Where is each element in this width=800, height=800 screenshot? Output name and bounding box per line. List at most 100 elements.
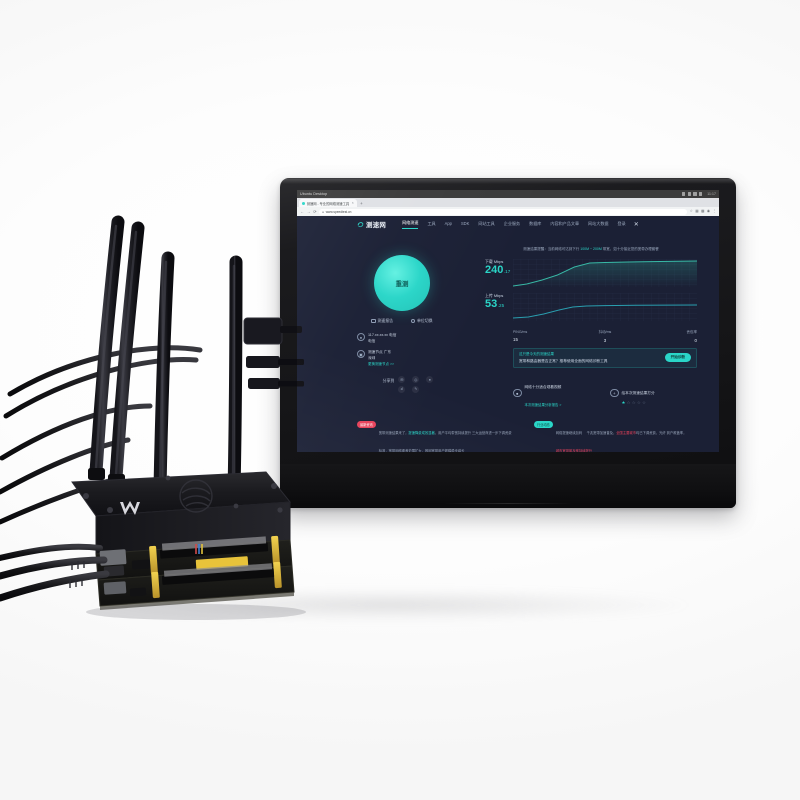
profile-icon[interactable]: ◉ — [706, 208, 711, 213]
star-2[interactable]: ☆ — [626, 399, 631, 405]
extensions-icon[interactable]: ▦ — [695, 208, 699, 213]
result-footer: ● 网络十分适合观看视频 本次测速结果分析报告 > + 给本次测速结果打分 — [513, 375, 697, 411]
speedtest-page: 测速网 网络测速 工具 App SDK 网站工具 企业服务 数据库 内容和产品文… — [297, 216, 719, 452]
new-tab-button[interactable]: + — [360, 201, 363, 206]
close-icon[interactable]: × — [351, 201, 354, 206]
chip-report[interactable]: 测速报告 — [371, 318, 393, 324]
retest-button[interactable]: 重测 — [374, 255, 430, 311]
site-logo[interactable]: 测速网 — [357, 220, 386, 229]
news-right-line1: 网络提速继续加码 — [555, 431, 583, 435]
star-3[interactable]: ☆ — [631, 399, 636, 405]
clock: 11:17 — [707, 192, 716, 196]
power-cables — [0, 543, 110, 602]
news-left: 最新资讯 宽带测速结果来了，提速降费成效显著，用户平均带宽持续提升 三大运营商进… — [357, 421, 512, 452]
chip-unit-switch[interactable]: 单位切换 — [411, 318, 433, 324]
report-icon — [371, 318, 376, 324]
notice-suffix: 带宽，如十分接近您的宽带办理套餐 — [602, 247, 659, 251]
nav-item-login[interactable]: 登录 — [617, 220, 626, 226]
upload-metric: 上传 Mbps 53.25 — [485, 293, 697, 321]
os-top-panel: Ubuntu Desktop 11:17 — [297, 190, 719, 198]
os-title: Ubuntu Desktop — [300, 192, 328, 196]
star-4[interactable]: ☆ — [636, 399, 641, 405]
nav-item-articles[interactable]: 内容和产品文章 — [550, 220, 580, 226]
toolbar-actions: ☆ ▦ ▩ ◉ ⋮ — [689, 208, 716, 214]
switch-icon — [411, 318, 416, 324]
stat-loss-value: 0 — [694, 337, 697, 343]
analysis-link[interactable]: 本次测速结果分析报告 > — [524, 403, 562, 407]
qq-icon[interactable]: ● — [426, 376, 434, 383]
browser-tab-strip: 测速网 - 专业的网络测速工具 × + — [297, 198, 719, 207]
wechat-icon[interactable]: ✉ — [398, 376, 406, 383]
server-city: 深圳 — [368, 356, 376, 360]
news-right-line3: 到户覆盖率，城市宽带普及率持续提升 — [556, 431, 687, 452]
expansion-ports — [103, 581, 127, 595]
weibo-icon[interactable]: ◎ — [412, 376, 420, 383]
speedtest-favicon — [302, 201, 306, 205]
address-bar[interactable]: ● www.speedtest.cn — [319, 208, 688, 215]
download-chart — [513, 259, 697, 287]
star-icon[interactable]: ☆ — [689, 208, 693, 213]
edit-icon[interactable]: ✎ — [412, 385, 420, 393]
nav-item-sdk[interactable]: SDK — [460, 221, 470, 226]
antenna-set — [88, 215, 243, 500]
waveshare-logo — [120, 501, 140, 515]
reload-icon[interactable]: ⟳ — [313, 208, 317, 214]
nav-close-icon[interactable]: ✕ — [633, 221, 639, 228]
share-icons: ✉ ◎ ● ☌ ✎ — [398, 376, 435, 393]
news-left-line2: 三大运营商进一步下调资费标准，宽带网络覆盖范围扩大，固网宽带用户规模稳步增长 — [378, 431, 512, 452]
analysis-title: 网络十分适合观看视频 — [524, 385, 562, 389]
star-5[interactable]: ☆ — [642, 399, 646, 405]
upload-chart — [513, 293, 697, 321]
nav-item-enterprise[interactable]: 企业服务 — [503, 220, 521, 226]
change-server-link[interactable]: 更换测速节点 >> — [368, 362, 395, 366]
upload-dec: .25 — [497, 303, 505, 308]
browser-tab[interactable]: 测速网 - 专业的网络测速工具 × — [299, 199, 357, 207]
nav-item-site-tools[interactable]: 网站工具 — [478, 220, 495, 226]
system-tray[interactable]: 11:17 — [681, 192, 716, 196]
volume-icon[interactable] — [687, 192, 691, 196]
download-int: 240 — [485, 264, 504, 276]
plus-icon: + — [610, 388, 619, 398]
stat-ping-value: 15 — [513, 336, 518, 342]
forward-icon[interactable]: → — [306, 208, 311, 214]
nav-item-app[interactable]: App — [444, 221, 452, 226]
link-copy-icon[interactable]: ☌ — [398, 385, 406, 393]
notice-range: 100M ~ 200M — [580, 247, 602, 251]
download-value: 240.17 — [485, 264, 510, 277]
diagnostic-promo: 这只是今天的测速结果 宽带和路由器是否正常？推荐使用全面的网络诊断工具 开始诊断 — [513, 347, 697, 368]
rating-stars[interactable]: ★ ☆ ☆ ☆ ☆ — [621, 399, 655, 405]
browser-toolbar: ← → ⟳ ● www.speedtest.cn ☆ ▦ ▩ ◉ ⋮ — [297, 207, 719, 216]
nav-item-tools[interactable]: 工具 — [427, 220, 436, 226]
nav-item-database[interactable]: 数据库 — [529, 220, 542, 226]
monitor-brand-line — [444, 503, 572, 504]
antenna-1 — [89, 215, 125, 479]
star-1[interactable]: ★ — [621, 399, 626, 405]
network-icon[interactable] — [681, 192, 686, 196]
ribbon-wires — [195, 544, 203, 554]
speedtest-right-column: 测速结果提醒：当前网络可达到下行 100M ~ 200M 带宽，如十分接近您的宽… — [485, 247, 697, 411]
promo-line2: 宽带和路由器是否正常？推荐使用全面的网络诊断工具 — [519, 358, 608, 363]
info-row-server: ▣ 测速节点 广东 深圳 更换测速节点 >> — [357, 350, 477, 367]
stat-jitter: 抖动/ms 3 — [574, 330, 635, 343]
start-diagnostic-button[interactable]: 开始诊断 — [664, 353, 691, 363]
portable-monitor: Ubuntu Desktop 11:17 测速网 - 专业的网络测速工具 × + — [280, 178, 736, 508]
stat-loss: 丢包率 0 — [636, 330, 697, 343]
news-right-line2: 千兆宽带加速普及，全国主要城市均已下调资费，光纤 — [587, 431, 667, 435]
stat-ping-key: PING/ms — [513, 330, 528, 334]
site-navbar: 测速网 网络测速 工具 App SDK 网站工具 企业服务 数据库 内容和产品文… — [297, 216, 719, 233]
power-icon[interactable] — [698, 192, 703, 196]
nav-item-speedtest[interactable]: 网络测速 — [402, 220, 419, 229]
analysis-block[interactable]: ● 网络十分适合观看视频 本次测速结果分析报告 > — [513, 375, 600, 411]
battery-icon[interactable] — [693, 192, 697, 196]
nav-item-bigdata[interactable]: 网站大数据 — [588, 220, 609, 226]
monitor-screen: Ubuntu Desktop 11:17 测速网 - 专业的网络测速工具 × + — [297, 190, 719, 452]
promo-line1: 这只是今天的测速结果 — [519, 352, 554, 356]
apps-icon[interactable]: ▩ — [701, 208, 705, 213]
cable-strain-reliefs — [69, 561, 85, 588]
isp-line: 电信 — [368, 339, 376, 343]
back-icon[interactable]: ← — [300, 208, 304, 214]
nav-items: 网络测速 工具 App SDK 网站工具 企业服务 数据库 内容和产品文章 网站… — [402, 220, 626, 229]
download-metric: 下载 Mbps 240.17 — [485, 259, 697, 287]
menu-icon[interactable]: ⋮ — [712, 208, 716, 213]
ip-line: 117.xx.xx.xx 电信 — [368, 333, 397, 337]
